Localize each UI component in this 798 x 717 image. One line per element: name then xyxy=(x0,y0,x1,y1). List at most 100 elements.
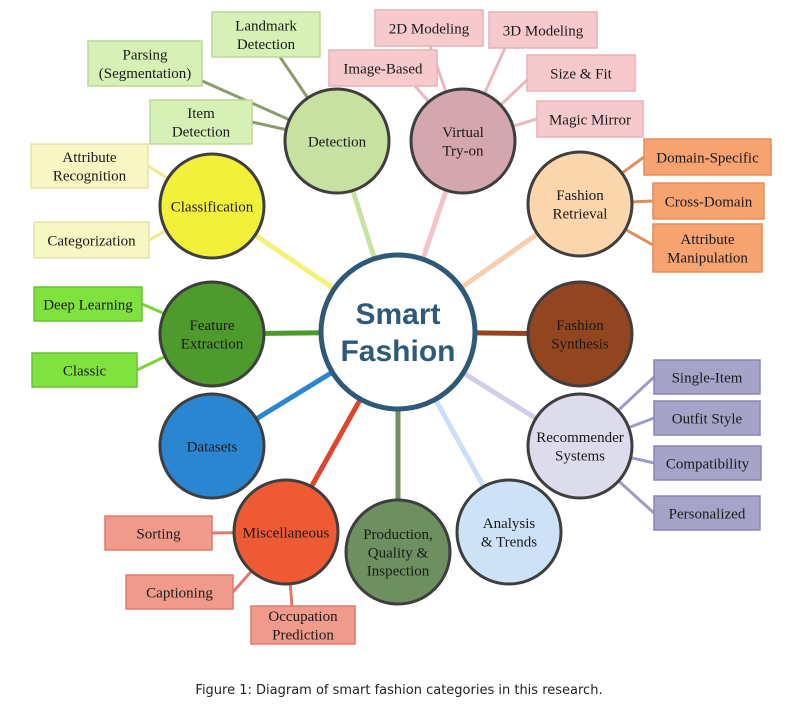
subtopic-recommender-systems-1: Outfit Style xyxy=(653,400,761,436)
node-label: Classification xyxy=(171,199,254,215)
subtopic-virtual-try-on-0: 2D Modeling xyxy=(374,9,484,47)
node-circle xyxy=(409,87,517,195)
node-label: Fashion xyxy=(556,318,604,334)
subtopic-label: Detection xyxy=(172,124,231,140)
subtopic-recommender-systems-2: Compatibility xyxy=(653,445,762,481)
subtopic-label: Prediction xyxy=(272,627,334,643)
subtopic-box xyxy=(536,100,644,138)
node-label: Miscellaneous xyxy=(243,525,330,541)
subtopic-fashion-retrieval-0: Domain-Specific xyxy=(643,138,772,176)
node-label: Retrieval xyxy=(553,206,608,222)
center-label: Fashion xyxy=(340,335,455,368)
center-circle xyxy=(318,252,478,412)
subtopic-label: Categorization xyxy=(47,233,136,249)
node-circle xyxy=(526,280,634,388)
node-label: Analysis xyxy=(483,516,536,532)
node-circle xyxy=(158,152,266,260)
subtopic-label: Attribute xyxy=(680,232,734,248)
subtopic-label: Domain-Specific xyxy=(656,150,759,166)
subtopic-box xyxy=(653,445,762,481)
subtopic-recommender-systems-3: Personalized xyxy=(653,495,761,531)
center-label: Smart xyxy=(355,298,440,331)
subtopic-label: 3D Modeling xyxy=(503,23,584,39)
subtopic-label: (Segmentation) xyxy=(99,66,191,82)
subtopic-feature-extraction-1: Classic xyxy=(31,352,138,388)
subtopic-box xyxy=(30,143,149,189)
category-nodes: DetectionVirtualTry-onFashionRetrievalFa… xyxy=(158,87,634,606)
node-label: Datasets xyxy=(187,439,238,455)
subtopic-box xyxy=(87,40,203,87)
node-miscellaneous: Miscellaneous xyxy=(232,478,340,586)
subtopic-label: Parsing xyxy=(123,48,169,64)
subtopic-detection-1: Parsing (Segmentation) xyxy=(87,40,203,87)
node-circle xyxy=(344,498,452,606)
subtopic-label: Occupation xyxy=(268,609,338,625)
node-classification: Classification xyxy=(158,152,266,260)
subtopic-box xyxy=(653,359,761,395)
subtopic-label: 2D Modeling xyxy=(389,21,470,37)
subtopic-box xyxy=(653,495,761,531)
subtopic-box xyxy=(149,99,253,145)
node-circle xyxy=(232,478,340,586)
node-label: Extraction xyxy=(181,336,244,352)
subtopic-box xyxy=(652,223,763,273)
figure-caption: Figure 1: Diagram of smart fashion categ… xyxy=(195,683,602,698)
subtopic-box xyxy=(104,515,213,551)
node-label: Detection xyxy=(308,134,367,150)
subtopic-miscellaneous-0: Sorting xyxy=(104,515,213,551)
subtopic-label: Size & Fit xyxy=(550,66,613,82)
node-circle xyxy=(158,280,266,388)
subtopic-box xyxy=(33,286,143,322)
subtopic-box xyxy=(643,138,772,176)
node-detection: Detection xyxy=(283,87,391,195)
subtopic-classification-1: Categorization xyxy=(33,221,150,259)
subtopic-virtual-try-on-1: 3D Modeling xyxy=(488,11,598,49)
node-label: Feature xyxy=(190,318,235,334)
node-label: Recommender xyxy=(536,430,623,446)
node-circle xyxy=(283,87,391,195)
subtopic-box xyxy=(33,221,150,259)
subtopic-label: Cross-Domain xyxy=(665,194,753,210)
node-label: Quality & xyxy=(368,545,429,561)
subtopic-virtual-try-on-3: Size & Fit xyxy=(526,54,636,92)
node-label: Virtual xyxy=(442,125,484,141)
subtopic-box xyxy=(488,11,598,49)
subtopic-box xyxy=(211,11,321,58)
subtopic-label: Manipulation xyxy=(667,250,748,266)
subtopic-box xyxy=(328,49,438,87)
subtopic-label: Deep Learning xyxy=(43,297,133,313)
subtopic-box xyxy=(653,400,761,436)
subtopic-box xyxy=(652,182,765,220)
node-datasets: Datasets xyxy=(158,392,266,500)
subtopic-label: Personalized xyxy=(669,506,746,522)
subtopic-box xyxy=(526,54,636,92)
node-label: Try-on xyxy=(442,143,484,159)
node-circle xyxy=(526,392,634,500)
subtopic-recommender-systems-0: Single-Item xyxy=(653,359,761,395)
subtopic-label: Captioning xyxy=(146,585,213,601)
subtopic-label: Detection xyxy=(237,37,296,53)
node-label: Fashion xyxy=(556,188,604,204)
subtopic-label: Compatibility xyxy=(666,456,750,472)
subtopic-label: Recognition xyxy=(53,168,127,184)
subtopic-miscellaneous-1: Captioning xyxy=(125,574,234,610)
subtopic-label: Sorting xyxy=(136,526,181,542)
subtopic-label: Magic Mirror xyxy=(549,112,631,128)
subtopic-label: Classic xyxy=(63,363,107,379)
subtopic-virtual-try-on-4: Magic Mirror xyxy=(536,100,644,138)
subtopic-label: Single-Item xyxy=(672,370,743,386)
subtopic-box xyxy=(374,9,484,47)
node-label: Synthesis xyxy=(551,336,609,352)
node-production: Production,Quality &Inspection xyxy=(344,498,452,606)
